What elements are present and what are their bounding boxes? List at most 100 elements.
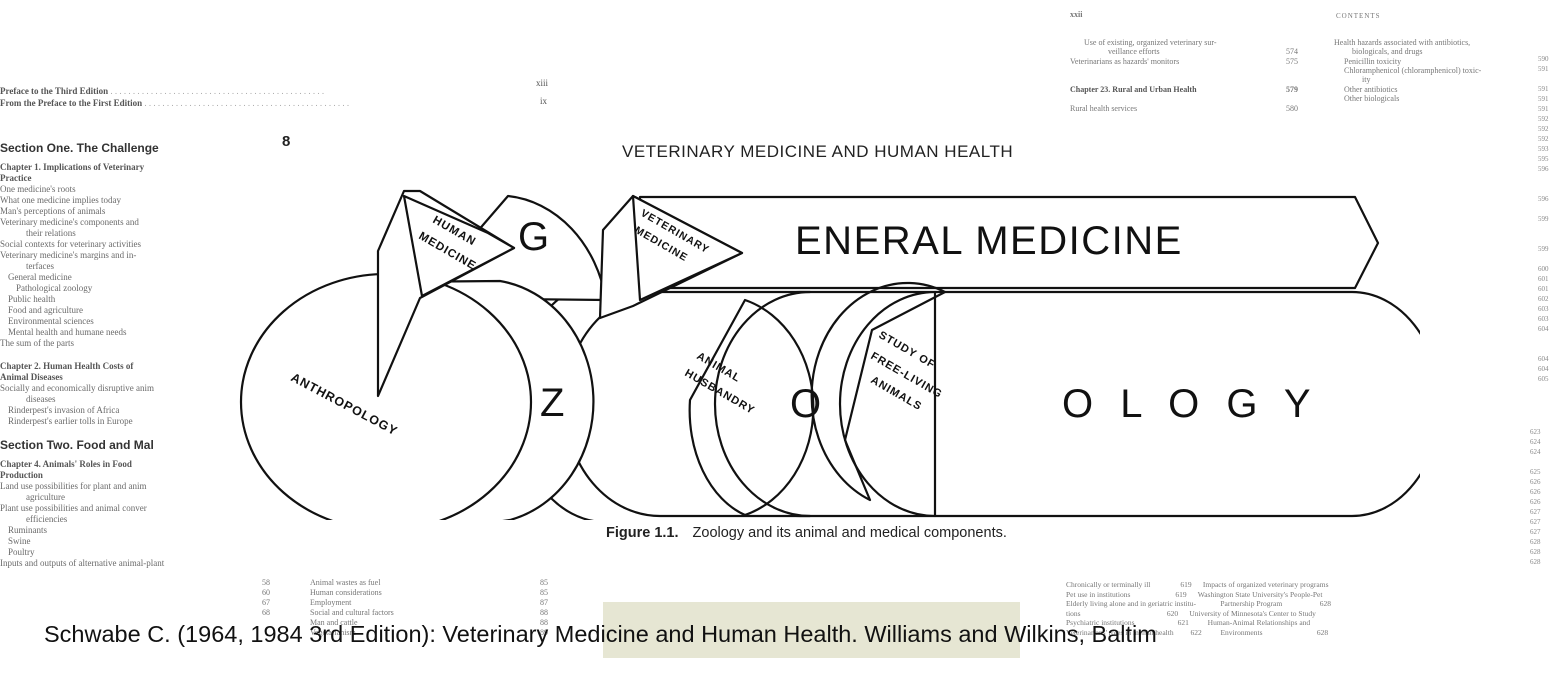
toc-page-number: 591: [1538, 105, 1558, 115]
toc-page-number: 592: [1538, 135, 1558, 145]
toc-line: Use of existing, organized veterinary su…: [1084, 38, 1217, 47]
toc-page-number: 591: [1538, 95, 1558, 105]
toc-page-number: 590: [1538, 55, 1558, 65]
toc-cell: 68: [262, 608, 284, 618]
page-number: 8: [282, 133, 290, 150]
preface-line-2: From the Preface to the First Edition . …: [0, 98, 349, 108]
chapter-2-items: Socially and economically disruptive ani…: [0, 383, 232, 427]
letter-o: O: [790, 382, 821, 426]
toc-item: Veterinary medicine's margins and in-: [0, 250, 232, 261]
toc-cell: 58: [262, 578, 284, 588]
toc-item: their relations: [0, 228, 232, 239]
toc-cell: Animal wastes as fuel: [284, 578, 540, 588]
letter-g: G: [518, 215, 549, 259]
toc-page-number: [1538, 345, 1558, 355]
toc-line: Rural health services: [1070, 104, 1137, 113]
toc-cell: 60: [262, 588, 284, 598]
toc-cell: 85: [540, 578, 562, 588]
toc-item: Mental health and humane needs: [0, 327, 232, 338]
toc-item: efficiencies: [0, 514, 232, 525]
toc-item: Land use possibilities for plant and ani…: [0, 481, 232, 492]
toc-page-number: 592: [1538, 115, 1558, 125]
toc-page-number: 626: [1530, 478, 1550, 488]
toc-page-number: 625: [1530, 468, 1550, 478]
toc-item: Veterinary medicine's components and: [0, 217, 232, 228]
ology-label: O L O G Y: [1062, 382, 1319, 426]
toc-item: General medicine: [0, 272, 232, 283]
figure-label: Figure 1.1.: [606, 525, 679, 541]
toc-page-number: 624: [1530, 448, 1550, 458]
toc-page-number: [1538, 185, 1558, 195]
toc-item: Social contexts for veterinary activitie…: [0, 239, 232, 250]
toc-page-number: [1530, 458, 1550, 468]
toc-page-number: 627: [1530, 508, 1550, 518]
chapter-1-title: Chapter 1. Implications of Veterinary: [0, 162, 232, 173]
page-header: VETERINARY MEDICINE AND HUMAN HEALTH: [622, 142, 1013, 162]
toc-cell: 88: [540, 608, 562, 618]
toc-cell: Human considerations: [284, 588, 540, 598]
chapter-1-subtitle: Practice: [0, 173, 232, 184]
chapter-4-subtitle: Production: [0, 470, 232, 481]
toc-item: Rinderpest's earlier tolls in Europe: [0, 416, 232, 427]
toc-page-number: 605: [1538, 375, 1558, 385]
toc-line: Elderly living alone and in geriatric in…: [1066, 599, 1546, 609]
toc-page-number: 604: [1538, 325, 1558, 335]
toc-item: What one medicine implies today: [0, 195, 232, 206]
toc-item: Food and agriculture: [0, 305, 232, 316]
toc-left-page: Section One. The Challenge Chapter 1. Im…: [0, 130, 232, 690]
toc-right-page-numbers: 5905915915915915925925925935955965965995…: [1538, 55, 1558, 385]
toc-page-number: 603: [1538, 305, 1558, 315]
toc-line: biologicals, and drugs: [1352, 47, 1422, 56]
figure-caption: Figure 1.1.Zoology and its animal and me…: [606, 525, 1007, 541]
toc-item: Swine: [0, 536, 232, 547]
toc-item: diseases: [0, 394, 232, 405]
toc-cell: 85: [540, 588, 562, 598]
toc-chapter-23: Chapter 23. Rural and Urban Health: [1070, 85, 1197, 94]
toc-num: 574: [1286, 47, 1298, 56]
toc-page-number: xxii: [1070, 10, 1082, 19]
zoology-diagram: G ENERAL MEDICINE Z O O L O G Y ANTHROPO…: [230, 165, 1420, 520]
chapter-2-title: Chapter 2. Human Health Costs of: [0, 361, 232, 372]
toc-item: Environmental sciences: [0, 316, 232, 327]
toc-item: One medicine's roots: [0, 184, 232, 195]
toc-item: Ruminants: [0, 525, 232, 536]
toc-page-number: 627: [1530, 528, 1550, 538]
toc-cell: Employment: [284, 598, 540, 608]
toc-page-number: 601: [1538, 285, 1558, 295]
toc-item: Public health: [0, 294, 232, 305]
toc-right-page-numbers-2: 623624624625626626626627627627628628628: [1530, 428, 1550, 568]
toc-page-number: [1538, 205, 1558, 215]
toc-item: agriculture: [0, 492, 232, 503]
preface-page-2: ix: [540, 96, 547, 106]
toc-line: tions 620 University of Minnesota's Cent…: [1066, 609, 1546, 619]
toc-running-head: CONTENTS: [1336, 12, 1381, 20]
toc-page-number: 599: [1538, 245, 1558, 255]
toc-page-number: [1538, 75, 1558, 85]
toc-item: Socially and economically disruptive ani…: [0, 383, 232, 394]
toc-page-number: 601: [1538, 275, 1558, 285]
toc-num: 575: [1286, 57, 1298, 66]
toc-line: Chronically or terminally ill 619 Impact…: [1066, 580, 1546, 590]
toc-page-number: 626: [1530, 488, 1550, 498]
toc-page-number: 624: [1530, 438, 1550, 448]
toc-page-number: 591: [1538, 85, 1558, 95]
toc-page-number: 623: [1530, 428, 1550, 438]
toc-page-number: 603: [1538, 315, 1558, 325]
toc-item: Inputs and outputs of alternative animal…: [0, 558, 232, 569]
toc-page-number: 592: [1538, 125, 1558, 135]
toc-page-number: [1538, 335, 1558, 345]
toc-row: 67Employment87: [262, 598, 562, 608]
general-medicine-label: ENERAL MEDICINE: [795, 219, 1183, 263]
toc-page-number: 596: [1538, 165, 1558, 175]
toc-row: 60Human considerations85: [262, 588, 562, 598]
toc-page-number: 628: [1530, 548, 1550, 558]
toc-page-number: 591: [1538, 65, 1558, 75]
toc-line: ity: [1362, 75, 1370, 84]
toc-item: Rinderpest's invasion of Africa: [0, 405, 232, 416]
toc-page-number: [1538, 235, 1558, 245]
toc-page-number: 604: [1538, 365, 1558, 375]
toc-page-number: 628: [1530, 558, 1550, 568]
toc-line: Penicillin toxicity: [1344, 57, 1401, 66]
